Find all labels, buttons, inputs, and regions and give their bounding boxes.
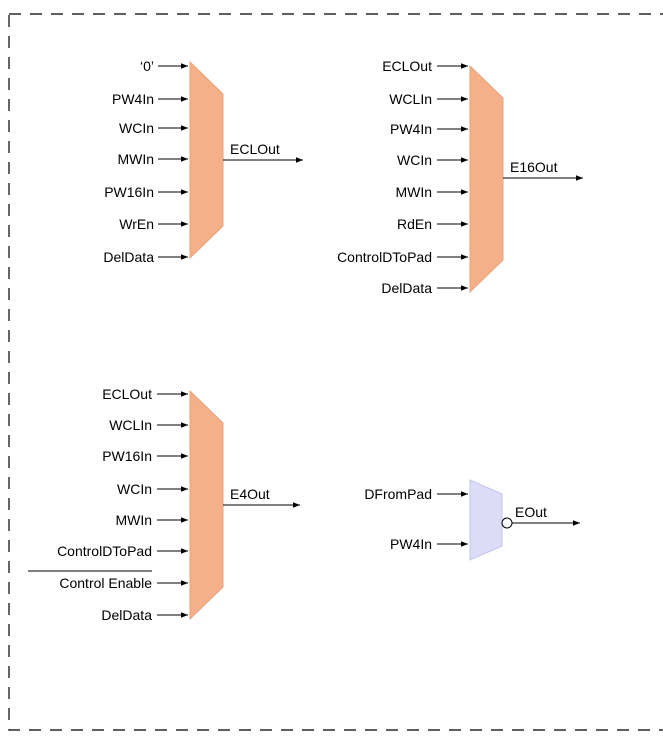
mux-eout-output: EOut bbox=[501, 504, 580, 529]
mux-ecl-input: ‘0’ bbox=[140, 58, 188, 74]
mux-e16-input: WCIn bbox=[397, 152, 468, 168]
mux-ecl: ‘0’ PW4In WCIn MWIn PW16In WrEn DelData bbox=[103, 58, 303, 265]
inversion-bubble bbox=[501, 517, 513, 529]
mux-e4-input: ControlDToPad bbox=[57, 543, 188, 559]
mux-e16-input-label: RdEn bbox=[397, 216, 432, 232]
mux-e4-input-label: ControlDToPad bbox=[57, 543, 152, 559]
mux-e4-output: E4Out bbox=[223, 486, 300, 508]
mux-ecl-output-label: ECLOut bbox=[230, 141, 280, 157]
mux-e16-input-label: WCLIn bbox=[389, 91, 432, 107]
mux-e16-output-label: E16Out bbox=[510, 159, 558, 175]
mux-e16: ECLOut WCLIn PW4In WCIn MWIn RdEn Contro… bbox=[337, 58, 583, 296]
mux-e4-input: MWIn bbox=[115, 512, 188, 528]
mux-ecl-shape bbox=[189, 60, 224, 260]
mux-e4-shape bbox=[189, 389, 224, 621]
mux-eout-input: PW4In bbox=[390, 536, 468, 552]
mux-e4-input-label: WCLIn bbox=[109, 417, 152, 433]
mux-e16-input-label: PW4In bbox=[390, 121, 432, 137]
mux-e4-input-label: PW16In bbox=[102, 448, 152, 464]
mux-e4-input: DelData bbox=[101, 607, 188, 623]
mux-ecl-input: MWIn bbox=[117, 151, 188, 167]
mux-e4-input: Control Enable bbox=[28, 570, 188, 591]
mux-e4: ECLOut WCLIn PW16In WCIn MWIn ControlDTo… bbox=[28, 386, 300, 623]
mux-eout-output-label: EOut bbox=[515, 504, 547, 520]
mux-e16-input: RdEn bbox=[397, 216, 468, 232]
mux-e16-input-label: DelData bbox=[381, 280, 432, 296]
mux-ecl-input-label: DelData bbox=[103, 249, 154, 265]
mux-ecl-input: PW4In bbox=[112, 91, 188, 107]
mux-ecl-input: DelData bbox=[103, 249, 188, 265]
mux-e16-input-label: WCIn bbox=[397, 152, 432, 168]
mux-ecl-input-label: WCIn bbox=[119, 120, 154, 136]
mux-ecl-input-label: MWIn bbox=[117, 151, 154, 167]
mux-e4-input-label: DelData bbox=[101, 607, 152, 623]
mux-ecl-input: WrEn bbox=[119, 216, 188, 232]
mux-eout: DFromPad PW4In EOut bbox=[364, 479, 580, 561]
mux-eout-shape bbox=[469, 479, 503, 561]
mux-e4-input-label: MWIn bbox=[115, 512, 152, 528]
mux-e4-input: WCIn bbox=[117, 481, 188, 497]
mux-e16-input-label: ECLOut bbox=[382, 58, 432, 74]
mux-e16-input: MWIn bbox=[395, 184, 468, 200]
mux-ecl-input-label: WrEn bbox=[119, 216, 154, 232]
mux-e16-shape bbox=[469, 64, 504, 294]
mux-e16-input: ControlDToPad bbox=[337, 249, 468, 265]
mux-e16-input: PW4In bbox=[390, 121, 468, 137]
mux-e16-output: E16Out bbox=[503, 159, 583, 181]
mux-eout-input-label: PW4In bbox=[390, 536, 432, 552]
mux-eout-input-label: DFromPad bbox=[364, 486, 432, 502]
mux-e4-input-label: ECLOut bbox=[102, 386, 152, 402]
mux-e4-input: ECLOut bbox=[102, 386, 188, 402]
mux-e16-input-label: ControlDToPad bbox=[337, 249, 432, 265]
mux-e4-input-label: WCIn bbox=[117, 481, 152, 497]
mux-e16-input: ECLOut bbox=[382, 58, 468, 74]
mux-eout-input: DFromPad bbox=[364, 486, 468, 502]
mux-ecl-input: PW16In bbox=[104, 184, 188, 200]
mux-ecl-input: WCIn bbox=[119, 120, 188, 136]
mux-e16-input-label: MWIn bbox=[395, 184, 432, 200]
mux-ecl-output: ECLOut bbox=[223, 141, 303, 163]
mux-e16-input: DelData bbox=[381, 280, 468, 296]
mux-e4-input: PW16In bbox=[102, 448, 188, 464]
mux-ecl-input-label: PW4In bbox=[112, 91, 154, 107]
mux-e4-input-label-inverted: Control Enable bbox=[59, 575, 152, 591]
mux-ecl-input-label: PW16In bbox=[104, 184, 154, 200]
mux-e4-input: WCLIn bbox=[109, 417, 188, 433]
mux-e4-output-label: E4Out bbox=[230, 486, 270, 502]
mux-ecl-input-label: ‘0’ bbox=[140, 58, 154, 74]
mux-e16-input: WCLIn bbox=[389, 91, 468, 107]
dashed-border bbox=[8, 13, 663, 731]
